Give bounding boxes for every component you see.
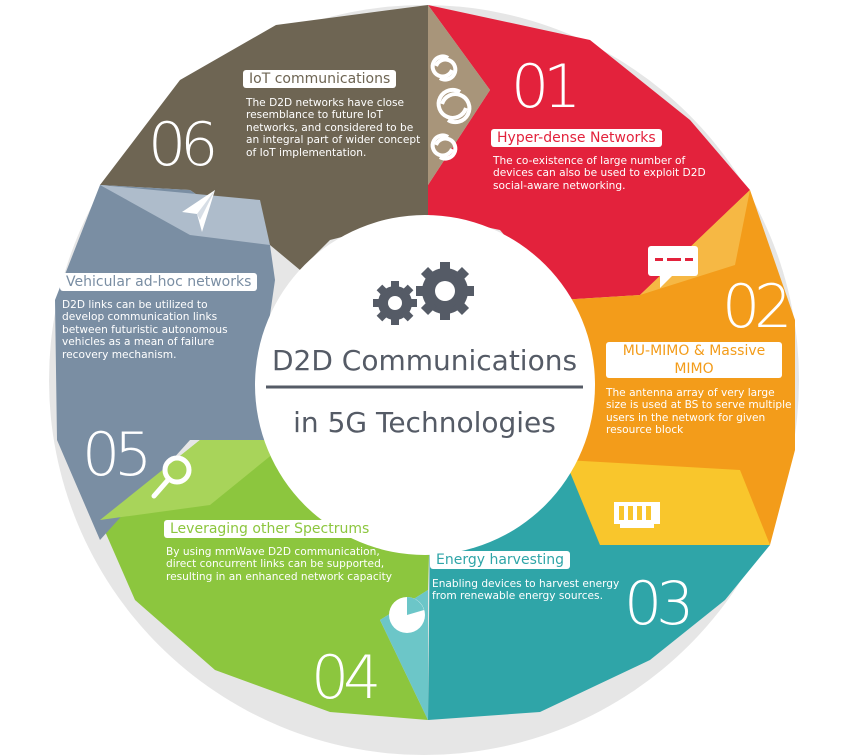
center-title-line1: D2D Communications [271,344,578,377]
segment-desc-03: Enabling devices to harvest energy from … [432,578,620,603]
gears-icon [373,262,474,325]
antenna-array-icon [614,502,660,528]
segment-title-06: IoT communications [243,70,397,88]
center-circle [255,215,595,555]
refresh-icon [430,54,472,161]
paper-plane-icon [182,190,215,232]
pie-chart-icon [389,597,425,633]
segment-desc-01: The co-existence of large number of devi… [493,155,706,192]
segment-title-02: MU-MIMO & Massive MIMO [606,342,782,378]
segment-number-05: 05 [82,420,152,490]
segment-number-02: 02 [722,272,792,342]
segment-title-05: Vehicular ad-hoc networks [60,273,258,291]
chat-bubble-icon [648,246,698,288]
search-icon [151,455,192,499]
segment-title-04: Leveraging other Spectrums [164,520,376,538]
segment-desc-04: By using mmWave D2D communication, direc… [166,546,393,583]
segment-title-01: Hyper-dense Networks [491,129,662,147]
center-title-line2: in 5G Technologies [293,406,556,439]
segment-number-04: 04 [311,643,381,713]
facet-green-light [100,440,290,520]
facet-yellow-light [565,460,770,545]
segment-title-03: Energy harvesting [430,551,571,569]
segment-desc-06: The D2D networks have close resemblance … [246,97,421,159]
segment-number-06: 06 [148,110,218,180]
facet-slate-light [100,185,270,245]
segment-number-03: 03 [624,569,694,639]
segment-number-01: 01 [511,52,581,122]
segment-desc-02: The antenna array of very large size is … [606,387,792,437]
segment-desc-05: D2D links can be utilized to develop com… [62,299,228,361]
segment-01-red [428,5,750,300]
